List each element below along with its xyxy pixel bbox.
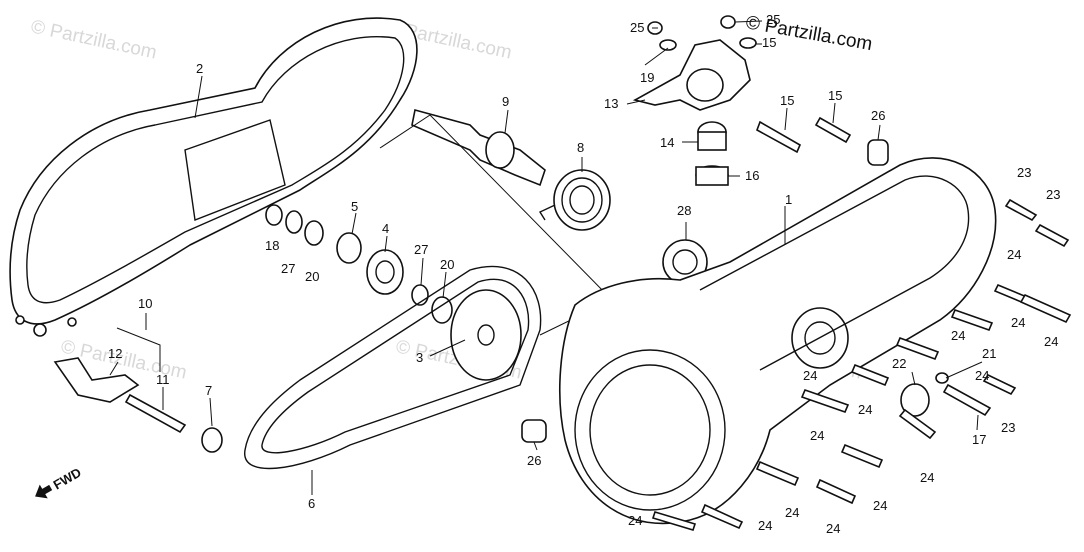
callout-24n: 24 — [975, 368, 989, 383]
callout-10: 10 — [138, 296, 152, 311]
callout-15c: 15 — [828, 88, 842, 103]
bolts-part-15 — [756, 116, 852, 154]
callout-9: 9 — [502, 94, 509, 109]
callout-24a: 24 — [1007, 247, 1021, 262]
leader-lines — [109, 20, 983, 495]
callout-4: 4 — [382, 221, 389, 236]
crankcase-cover-part-1 — [559, 157, 997, 525]
callout-23c: 23 — [1001, 420, 1015, 435]
callout-22: 22 — [892, 356, 906, 371]
callout-24f: 24 — [810, 428, 824, 443]
callout-23b: 23 — [1046, 187, 1060, 202]
sprocket-part-3 — [450, 289, 522, 381]
parts-17-21-22 — [900, 372, 992, 417]
spring-clip-part-7 — [201, 427, 223, 453]
fwd-label: FWD — [51, 465, 84, 493]
callout-14: 14 — [660, 135, 674, 150]
spring-part-8 — [538, 169, 611, 231]
callout-16: 16 — [745, 168, 759, 183]
callout-12: 12 — [108, 346, 122, 361]
watermark-faint: © Partzilla.com — [29, 16, 159, 63]
callout-24l: 24 — [628, 513, 642, 528]
callout-20a: 20 — [305, 269, 319, 284]
callout-20b: 20 — [440, 257, 454, 272]
callout-3: 3 — [416, 350, 423, 365]
callout-23a: 23 — [1017, 165, 1031, 180]
shaft-part-9 — [411, 109, 546, 187]
callout-18: 18 — [265, 238, 279, 253]
callout-15b: 15 — [780, 93, 794, 108]
bracket-part-13 — [632, 15, 757, 111]
callout-27b: 27 — [414, 242, 428, 257]
bolts-parts-23-24 — [651, 198, 1072, 531]
callout-8: 8 — [577, 140, 584, 155]
callout-28: 28 — [677, 203, 691, 218]
arrow-left-icon — [35, 484, 53, 499]
callout-27a: 27 — [281, 261, 295, 276]
callout-24m: 24 — [803, 368, 817, 383]
callout-25b: 25 — [766, 12, 780, 27]
callout-15a: 15 — [762, 35, 776, 50]
callout-24i: 24 — [785, 505, 799, 520]
callout-7: 7 — [205, 383, 212, 398]
callout-24k: 24 — [758, 518, 772, 533]
callout-24j: 24 — [826, 521, 840, 536]
washers-and-gears — [265, 204, 453, 324]
bracket-parts-10-12 — [53, 327, 187, 434]
callout-26b: 26 — [527, 453, 541, 468]
callout-11: 11 — [156, 372, 170, 387]
callout-26a: 26 — [871, 108, 885, 123]
callout-19: 19 — [640, 70, 654, 85]
callout-13: 13 — [604, 96, 618, 111]
dowels-part-26 — [521, 139, 889, 443]
callout-5: 5 — [351, 199, 358, 214]
chain-part-6 — [244, 265, 542, 470]
parts-14-16 — [695, 121, 729, 186]
callout-2: 2 — [196, 61, 203, 76]
callout-24d: 24 — [951, 328, 965, 343]
callout-25a: 25 — [630, 20, 644, 35]
callout-24e: 24 — [858, 402, 872, 417]
callout-24b: 24 — [1011, 315, 1025, 330]
callout-24h: 24 — [873, 498, 887, 513]
callout-labels: 1 2 3 4 5 6 7 8 9 10 11 12 13 14 15 15 1… — [108, 12, 1060, 536]
callout-6: 6 — [308, 496, 315, 511]
gasket-part-2 — [9, 17, 418, 337]
callout-24g: 24 — [920, 470, 934, 485]
callout-17: 17 — [972, 432, 986, 447]
fwd-arrow: FWD — [35, 465, 84, 499]
callout-1: 1 — [785, 192, 792, 207]
callout-24c: 24 — [1044, 334, 1058, 349]
callout-21: 21 — [982, 346, 996, 361]
